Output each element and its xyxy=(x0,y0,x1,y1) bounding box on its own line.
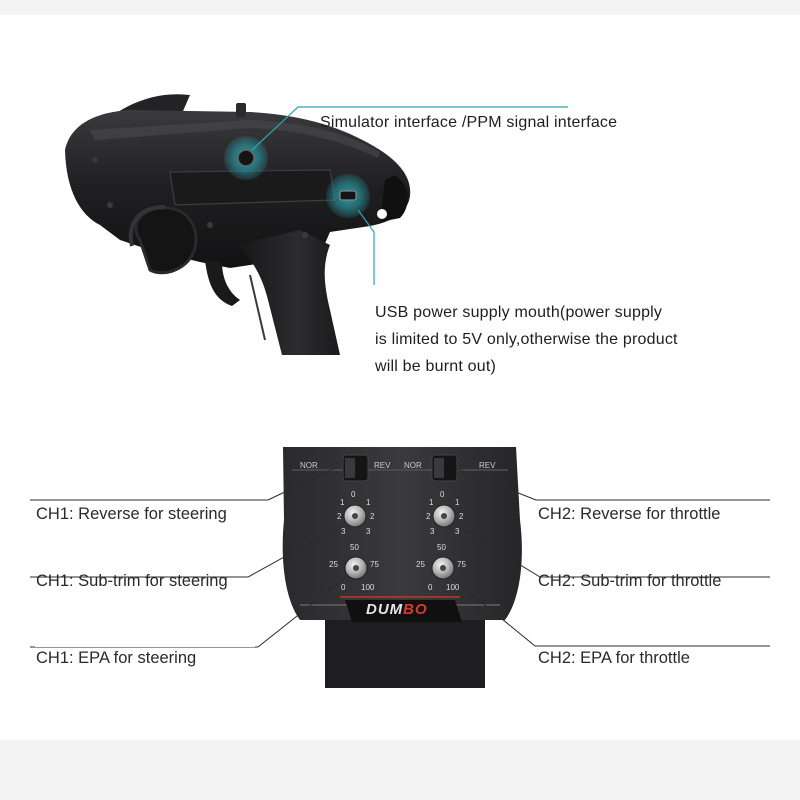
dial-num: 3 xyxy=(455,527,460,536)
usb-label-line-2: is limited to 5V only,otherwise the prod… xyxy=(375,331,678,348)
switch-left-nor: NOR xyxy=(300,461,318,470)
dial-num: 1 xyxy=(366,498,371,507)
dial-num: 25 xyxy=(329,560,338,569)
ch2-subtrim-label: CH2: Sub-trim for throttle xyxy=(538,572,722,590)
transmitter-side-view xyxy=(65,94,568,355)
dial-num: 100 xyxy=(361,583,375,592)
ch2-epa-label: CH2: EPA for throttle xyxy=(538,649,690,667)
dial-num: 2 xyxy=(426,512,431,521)
dial-num: 0 xyxy=(440,490,445,499)
simulator-interface-label: Simulator interface /PPM signal interfac… xyxy=(320,114,618,131)
dial-num: 25 xyxy=(416,560,425,569)
mask-block xyxy=(35,542,243,574)
usb-label-line-1: USB power supply mouth(power supply xyxy=(375,304,663,321)
dial-num: 1 xyxy=(340,498,345,507)
mask-block xyxy=(35,617,255,647)
brand-logo-part-1: DUM xyxy=(366,601,404,618)
mask-block xyxy=(378,257,664,287)
dial-num: 3 xyxy=(430,527,435,536)
control-panel-view xyxy=(30,447,770,688)
ch1-epa-label: CH1: EPA for steering xyxy=(36,649,197,667)
dial-num: 0 xyxy=(428,583,433,592)
dial-num: 50 xyxy=(437,543,446,552)
dial-num: 100 xyxy=(446,583,460,592)
switch-right-nor: NOR xyxy=(404,461,422,470)
switch-left-rev: REV xyxy=(374,461,391,470)
dial-num: 2 xyxy=(337,512,342,521)
mask-block xyxy=(538,537,763,569)
dial-num: 2 xyxy=(459,512,464,521)
dial-num: 3 xyxy=(366,527,371,536)
dial-num: 75 xyxy=(370,560,379,569)
dial-num: 2 xyxy=(370,512,375,521)
mask-block xyxy=(452,228,592,258)
mask-block xyxy=(35,467,235,499)
dial-num: 1 xyxy=(429,498,434,507)
dial-num: 3 xyxy=(341,527,346,536)
brand-logo: DUMBO xyxy=(366,601,428,618)
dial-num: 1 xyxy=(455,498,460,507)
dial-num: 0 xyxy=(341,583,346,592)
switch-right-rev: REV xyxy=(479,461,496,470)
dial-num: 0 xyxy=(351,490,356,499)
brand-logo-part-2: BO xyxy=(403,601,428,618)
dial-num: 75 xyxy=(457,560,466,569)
usb-label-line-3: will be burnt out) xyxy=(375,358,496,375)
ch2-reverse-label: CH2: Reverse for throttle xyxy=(538,505,721,523)
ch1-subtrim-label: CH1: Sub-trim for steering xyxy=(36,572,228,590)
ch1-reverse-label: CH1: Reverse for steering xyxy=(36,505,227,523)
dial-num: 50 xyxy=(350,543,359,552)
mask-block xyxy=(535,472,767,498)
mask-block xyxy=(538,613,770,643)
